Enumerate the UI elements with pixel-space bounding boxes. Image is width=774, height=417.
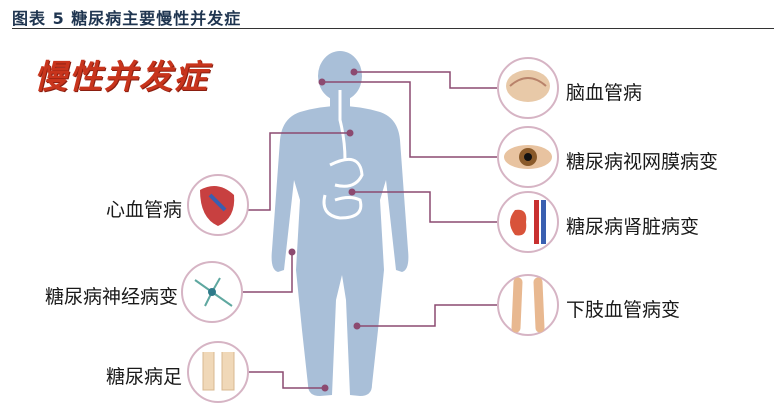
label-diabetic-foot: 糖尿病足 bbox=[105, 366, 182, 388]
kidney-icon-artery bbox=[534, 200, 539, 244]
label-neuropathy: 糖尿病神经病变 bbox=[44, 286, 178, 308]
label-cardiovascular: 心血管病 bbox=[105, 199, 182, 221]
connectors bbox=[242, 71, 497, 389]
kidney-icon bbox=[497, 191, 559, 253]
eye-icon-pupil bbox=[524, 153, 532, 161]
heart-icon-vessel bbox=[208, 193, 227, 212]
connector-dots bbox=[288, 68, 361, 392]
feet-icon-shape bbox=[202, 352, 235, 391]
dot-brain bbox=[350, 68, 358, 76]
brain-icon-shape bbox=[506, 70, 550, 102]
body-silhouette bbox=[271, 51, 409, 396]
dot-legs bbox=[353, 322, 361, 330]
stomach bbox=[329, 157, 364, 188]
connector-retinopathy bbox=[322, 81, 497, 158]
dot-kidney bbox=[348, 188, 356, 196]
icon-glyphs bbox=[194, 70, 552, 391]
label-lower-limb-vascular: 下肢血管病变 bbox=[566, 299, 681, 321]
legs-icon-shape bbox=[511, 277, 545, 333]
dot-eye bbox=[318, 78, 326, 86]
feet-icon bbox=[187, 341, 249, 403]
legs-icon bbox=[497, 274, 559, 336]
connector-cerebrovascular bbox=[354, 71, 497, 89]
label-nephropathy: 糖尿病肾脏病变 bbox=[566, 216, 700, 238]
label-retinopathy: 糖尿病视网膜病变 bbox=[566, 151, 719, 173]
divider bbox=[12, 28, 774, 29]
dot-foot bbox=[321, 384, 329, 392]
label-cerebrovascular: 脑血管病 bbox=[566, 82, 643, 104]
head bbox=[318, 51, 362, 101]
connector-cardiovascular bbox=[248, 132, 350, 211]
dot-heart bbox=[346, 129, 354, 137]
neuron-icon-body bbox=[208, 288, 216, 296]
heart-icon-shape bbox=[200, 186, 235, 226]
dot-nerve bbox=[288, 248, 296, 256]
connector-lower-limb-vascular bbox=[357, 304, 497, 327]
intestines bbox=[322, 194, 363, 220]
figure-caption: 图表 5 糖尿病主要慢性并发症 bbox=[12, 9, 242, 28]
brain-icon-fold bbox=[509, 77, 547, 87]
connector-nephropathy bbox=[352, 191, 497, 223]
kidney-icon-shape bbox=[510, 209, 527, 236]
connector-diabetic-foot bbox=[248, 371, 325, 389]
esophagus bbox=[338, 90, 347, 161]
organs bbox=[322, 90, 364, 220]
torso-and-limbs bbox=[271, 106, 409, 396]
kidney-icon-vein bbox=[541, 200, 546, 244]
connector-neuropathy bbox=[242, 252, 293, 293]
diagram-heading: 慢性并发症 bbox=[34, 57, 209, 96]
